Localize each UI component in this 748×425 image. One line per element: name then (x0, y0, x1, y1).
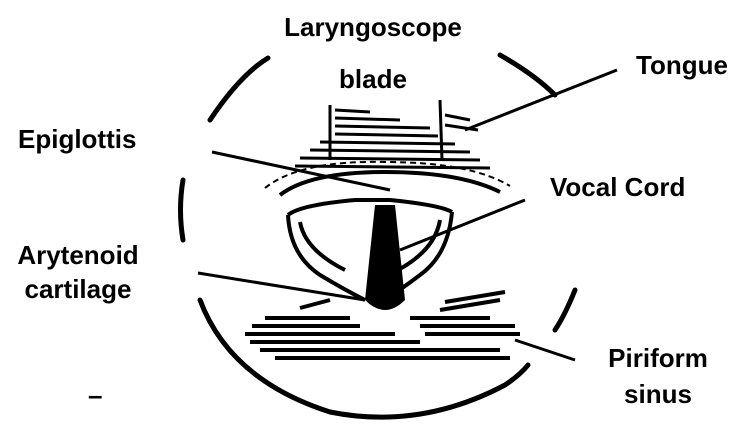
leader-piriform (515, 340, 575, 360)
view-arc-upper-right (500, 55, 555, 95)
label-piriform-sinus: Piriform sinus (593, 343, 723, 409)
view-arc-right (555, 290, 575, 330)
glottis-top (288, 200, 452, 215)
label-arytenoid-line2: cartilage (4, 274, 152, 304)
epiglottis-outline (280, 172, 500, 195)
leader-tongue (465, 70, 617, 130)
leader-lines (198, 70, 617, 360)
view-arc-left (181, 180, 184, 240)
view-arc-upper-left (210, 58, 268, 120)
label-arytenoid-cartilage: Arytenoid cartilage (4, 240, 152, 304)
label-vocal-cord: Vocal Cord (550, 172, 685, 202)
label-dash: – (88, 380, 102, 410)
leader-vocal-cord (400, 200, 525, 250)
label-piriform-line1: Piriform (593, 343, 723, 373)
blade-hatching (295, 100, 490, 168)
glottic-opening (365, 205, 405, 310)
label-tongue: Tongue (636, 50, 728, 80)
label-arytenoid-line1: Arytenoid (4, 240, 152, 270)
label-laryngoscope-line1: Laryngoscope (268, 12, 478, 42)
label-laryngoscope-blade: Laryngoscope blade (268, 12, 478, 94)
label-epiglottis: Epiglottis (18, 124, 136, 154)
label-piriform-line2: sinus (593, 379, 723, 409)
label-laryngoscope-line2: blade (268, 64, 478, 94)
